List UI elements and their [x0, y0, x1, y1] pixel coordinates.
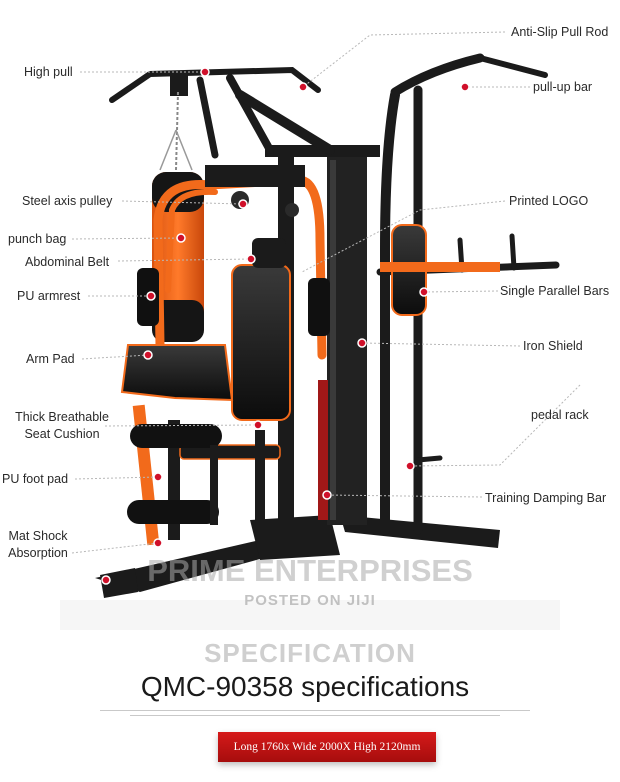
callout-steel-axis-pulley: Steel axis pulley [22, 194, 113, 208]
seat-and-leg-unit [127, 404, 281, 546]
callout-mat-shock-absorption: Mat Shock Absorption [4, 529, 72, 561]
callout-anti-slip-pull-rod: Anti-Slip Pull Rod [511, 25, 609, 39]
backrest [231, 238, 291, 421]
parallel-bar-pads [380, 224, 500, 316]
callout-printed-logo: Printed LOGO [509, 194, 589, 208]
spec-heading: SPECIFICATION [204, 638, 416, 668]
arm-pad [120, 344, 234, 402]
callout-pull-up-bar: pull-up bar [533, 80, 593, 94]
callout-abdominal-belt: Abdominal Belt [25, 255, 110, 269]
leader-lines [71, 31, 581, 554]
fine-print-lines [100, 706, 530, 726]
callout-iron-shield: Iron Shield [523, 339, 583, 353]
callout-thick-breathable-seat-cushion: Thick Breathable Seat Cushion [10, 410, 114, 442]
callout-arm-pad: Arm Pad [26, 352, 75, 366]
callout-punch-bag: punch bag [8, 232, 67, 246]
callout-seat-cushion-line2: Seat Cushion [24, 427, 100, 441]
callout-pu-foot-pad: PU foot pad [2, 472, 69, 486]
callout-high-pull: High pull [24, 65, 73, 79]
callout-training-damping-bar: Training Damping Bar [485, 491, 607, 505]
floor-shadow [60, 600, 560, 630]
callout-seat-cushion-line1: Thick Breathable [15, 410, 109, 424]
weight-stack-tower [265, 145, 380, 525]
callout-pedal-rack: pedal rack [531, 408, 589, 422]
top-frame [109, 66, 335, 159]
dimensions-banner: Long 1760x Wide 2000X High 2120mm [218, 732, 436, 762]
callout-mat-shock-line1: Mat Shock [8, 529, 68, 543]
spec-title: QMC-90358 specifications [140, 671, 470, 702]
callout-mat-shock-line2: Absorption [8, 546, 68, 560]
callout-markers [101, 67, 470, 585]
right-armrest [308, 278, 330, 336]
watermark-company: PRIME ENTERPRISES [147, 553, 473, 588]
watermark-posted: POSTED ON JIJI [244, 592, 376, 609]
callout-pu-armrest: PU armrest [17, 289, 81, 303]
callout-single-parallel-bars: Single Parallel Bars [500, 284, 610, 298]
